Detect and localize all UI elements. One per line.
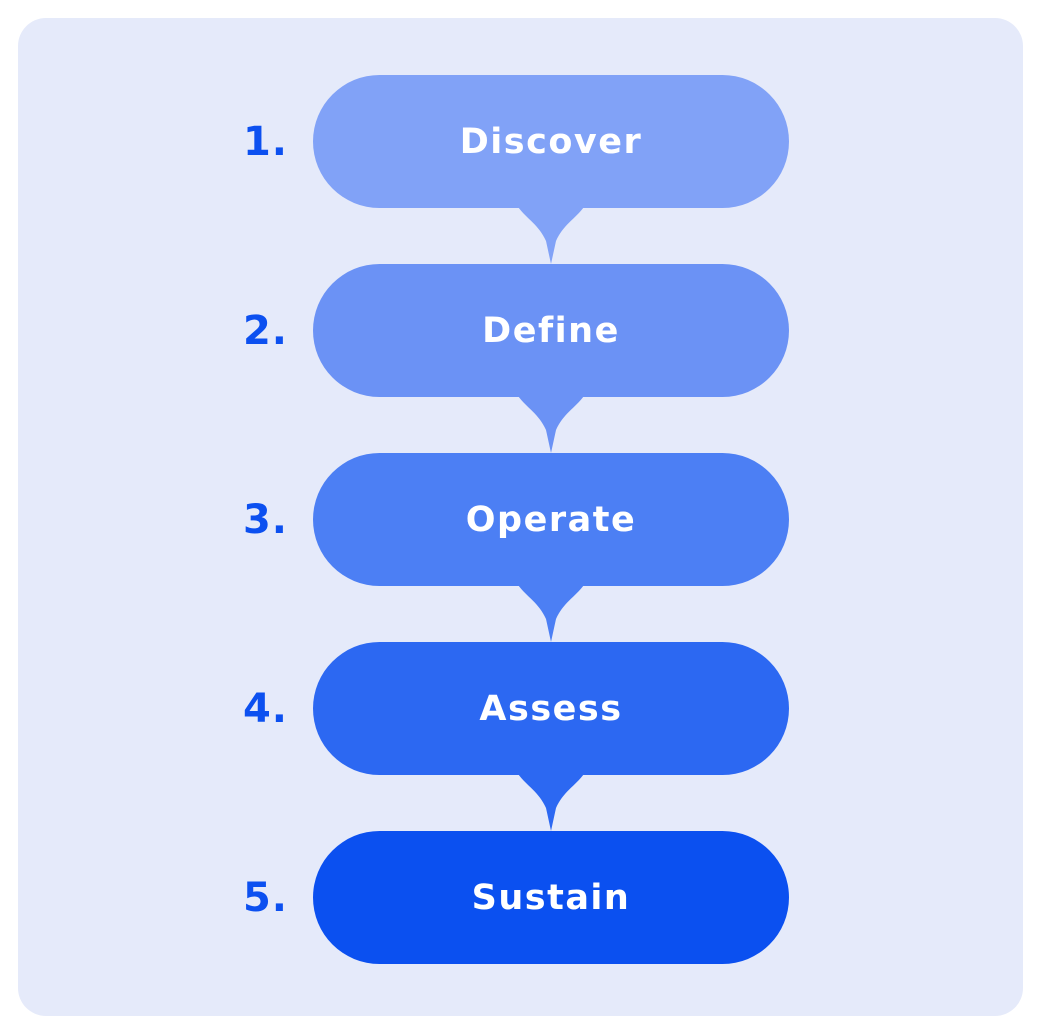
connector-arrow-down-icon	[518, 774, 584, 831]
step-assess: 4. Assess	[18, 642, 1041, 831]
step-number: 1.	[242, 118, 288, 165]
step-label: Sustain	[471, 877, 631, 918]
step-pill: Discover	[313, 75, 789, 208]
step-number: 3.	[242, 496, 288, 543]
step-pill: Operate	[313, 453, 789, 586]
connector-arrow-down-icon	[518, 207, 584, 264]
step-pill: Sustain	[313, 831, 789, 964]
connector-arrow-down-icon	[518, 585, 584, 642]
step-number: 2.	[242, 307, 288, 354]
diagram-canvas: 1. Discover 2. Define 3. Operate	[18, 18, 1023, 1016]
step-define: 2. Define	[18, 264, 1041, 453]
step-label: Define	[482, 310, 620, 351]
connector-arrow-down-icon	[518, 396, 584, 453]
step-discover: 1. Discover	[18, 75, 1041, 264]
step-number: 5.	[242, 874, 288, 921]
step-sustain: 5. Sustain	[18, 831, 1041, 1020]
step-label: Operate	[465, 499, 637, 540]
step-label: Assess	[479, 688, 623, 729]
process-flow: 1. Discover 2. Define 3. Operate	[18, 18, 1023, 1016]
step-pill: Define	[313, 264, 789, 397]
step-pill: Assess	[313, 642, 789, 775]
step-operate: 3. Operate	[18, 453, 1041, 642]
step-label: Discover	[459, 121, 643, 162]
step-number: 4.	[242, 685, 288, 732]
